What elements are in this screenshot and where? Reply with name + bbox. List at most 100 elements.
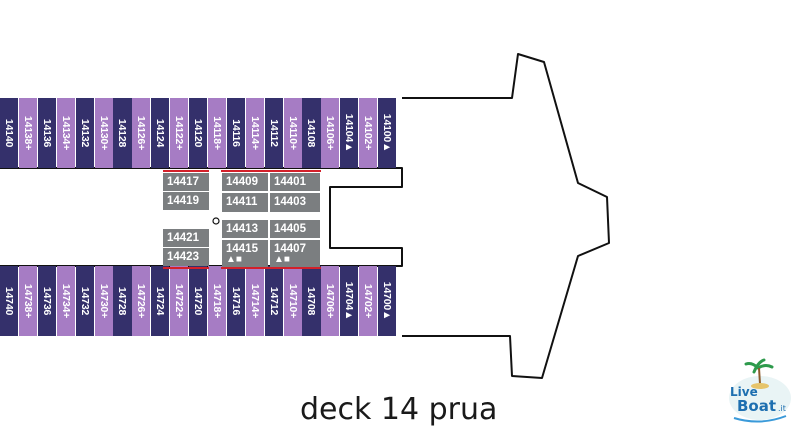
cabin-14718[interactable]: 14718+ [207,266,227,336]
cabin-14401[interactable]: 14401 [270,173,320,191]
cabin-14126[interactable]: 14126+ [132,98,151,168]
cabin-14726[interactable]: 14726+ [132,266,151,336]
cabin-number: 14730+ [97,283,110,319]
cabin-14409[interactable]: 14409 [222,173,268,191]
cabin-number: 14136 [40,118,53,148]
cabin-14423[interactable]: 14423 [163,248,209,266]
cabin-number: 14740 [3,286,16,316]
cabin-number: 14138+ [21,115,34,151]
logo-text-suffix: .it [778,404,786,413]
red-line [163,267,209,269]
cabin-14128[interactable]: 14128 [113,98,132,168]
cabin-14134[interactable]: 14134+ [56,98,75,168]
accessible-symbols: ▲■ [274,254,290,265]
cabin-14132[interactable]: 14132 [75,98,94,168]
cabin-number: 14738+ [21,283,34,319]
cabin-14124[interactable]: 14124 [151,98,170,168]
cabin-number: 14710+ [286,283,299,319]
cabin-number: 14108 [305,118,318,148]
cabin-number: 14728 [116,286,129,316]
cabin-14716[interactable]: 14716 [226,266,245,336]
red-line [221,170,321,172]
cabin-number: 14110+ [286,116,299,150]
cabin-14411[interactable]: 14411 [222,193,268,212]
cabin-number: 14120 [192,118,205,148]
red-line [163,170,209,172]
cabin-14102[interactable]: 14102+ [359,98,378,168]
cabin-number: 14712 [267,286,280,316]
cabin-number: 14724 [154,286,167,316]
cabin-14738[interactable]: 14738+ [18,266,38,336]
cabin-14710[interactable]: 14710+ [283,266,302,336]
cabin-number: 14118+ [210,116,223,150]
cabin-14106[interactable]: 14106+ [321,98,340,168]
cabin-number: 14720 [192,286,205,316]
cabin-14413[interactable]: 14413 [222,220,268,238]
cabin-14724[interactable]: 14724 [151,266,170,336]
cabin-14736[interactable]: 14736 [37,266,56,336]
cabin-number: 14126+ [135,115,148,151]
door-circle-icon [212,217,220,225]
cabin-14734[interactable]: 14734+ [56,266,75,336]
cabin-14732[interactable]: 14732 [75,266,94,336]
cabin-14110[interactable]: 14110+ [283,98,302,168]
cabin-number: 14116 [229,119,242,147]
cabin-number: 14134+ [59,115,72,151]
cabin-14415[interactable]: 14415 ▲■ [222,240,268,267]
cabin-14708[interactable]: 14708 [302,266,321,336]
cabin-14140[interactable]: 14140 [0,98,19,168]
cabin-14116[interactable]: 14116 [226,98,245,168]
cabin-number: 14106+ [324,115,337,151]
cabin-number: 14722+ [173,283,186,319]
cabin-14118[interactable]: 14118+ [207,98,227,168]
cabin-number: 14726+ [135,283,148,319]
cabin-14122[interactable]: 14122+ [170,98,189,168]
cabin-14700[interactable]: 14700▲ [378,266,397,336]
cabin-number: 14736 [40,286,53,316]
cabin-14405[interactable]: 14405 [270,220,320,238]
cabin-14100[interactable]: 14100▲ [378,98,397,168]
cabin-14130[interactable]: 14130+ [94,98,113,168]
cabin-14114[interactable]: 14114+ [245,98,264,168]
cabin-14712[interactable]: 14712 [264,266,283,336]
cabin-14108[interactable]: 14108 [302,98,321,168]
cabin-14740[interactable]: 14740 [0,266,19,336]
liveboat-logo: Live Boat .it [729,358,791,423]
cabin-number: 14112 [267,119,280,147]
cabin-14714[interactable]: 14714+ [245,266,264,336]
cabin-number: 14732 [78,286,91,316]
cabin-number: 14100▲ [381,113,394,153]
cabin-14417[interactable]: 14417 [163,173,209,191]
cabin-14421[interactable]: 14421 [163,229,209,247]
cabin-number: 14132 [78,118,91,148]
accessible-symbols: ▲■ [226,254,242,265]
cabin-14104[interactable]: 14104▲ [340,98,359,168]
logo-text-live: Live [730,385,758,399]
cabin-14730[interactable]: 14730+ [94,266,113,336]
cabin-number: 14704▲ [343,281,356,321]
cabin-14407[interactable]: 14407 ▲■ [270,240,320,267]
cabin-14136[interactable]: 14136 [37,98,56,168]
cabin-14403[interactable]: 14403 [270,193,320,212]
cabin-number: 14718+ [210,283,223,319]
cabin-14704[interactable]: 14704▲ [340,266,359,336]
cabin-14138[interactable]: 14138+ [18,98,38,168]
deck-caption: deck 14 prua [300,392,498,427]
cabin-14720[interactable]: 14720 [189,266,208,336]
cabin-number: 14708 [305,286,318,316]
cabin-14728[interactable]: 14728 [113,266,132,336]
cabin-14112[interactable]: 14112 [264,98,283,168]
cabin-number: 14130+ [97,115,110,151]
cabin-14702[interactable]: 14702+ [359,266,378,336]
cabin-number: 14714+ [248,283,261,319]
cabin-14722[interactable]: 14722+ [170,266,189,336]
cabin-14419[interactable]: 14419 [163,192,209,210]
cabin-number: 14104▲ [343,113,356,153]
cabin-number: 14716 [229,286,242,316]
cabin-14706[interactable]: 14706+ [321,266,340,336]
cabin-number: 14702+ [362,283,375,319]
cabin-14120[interactable]: 14120 [189,98,208,168]
cabin-number: 14122+ [173,115,186,151]
cabin-number: 14114+ [248,116,261,150]
